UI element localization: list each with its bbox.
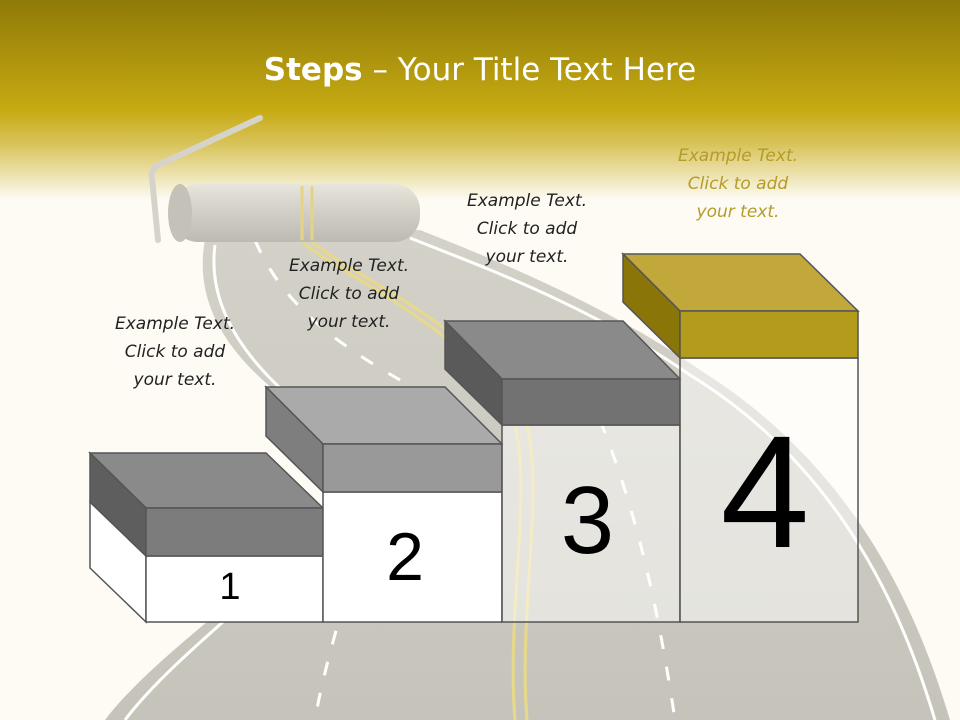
caption-line: your text.	[696, 202, 780, 222]
title-bold: Steps	[263, 52, 363, 88]
step-2-block	[264, 385, 504, 623]
step-2-caption[interactable]: Example Text. Click to add your text.	[249, 252, 449, 336]
step-2-number: 2	[386, 519, 424, 595]
step-1-block	[88, 451, 325, 624]
step-4-caption[interactable]: Example Text. Click to add your text.	[638, 142, 838, 226]
caption-line: Example Text.	[114, 314, 236, 334]
caption-line: your text.	[307, 312, 391, 332]
caption-line: Click to add	[687, 174, 789, 194]
caption-line: your text.	[133, 370, 217, 390]
road-lane-dashes	[253, 239, 401, 382]
step-3-number: 3	[560, 467, 615, 574]
step-4-block	[621, 252, 860, 623]
step-1-caption[interactable]: Example Text. Click to add your text.	[75, 310, 275, 394]
caption-line: Example Text.	[466, 191, 588, 211]
roller-drum	[172, 184, 420, 242]
caption-line: Click to add	[124, 342, 226, 362]
caption-line: Click to add	[476, 219, 578, 239]
step-3-block	[443, 319, 682, 623]
step-1-number: 1	[219, 566, 241, 608]
caption-line: your text.	[485, 247, 569, 267]
title-rest: – Your Title Text Here	[362, 52, 697, 88]
step-4-number: 4	[720, 402, 810, 581]
roller-end	[168, 184, 192, 242]
step-3-caption[interactable]: Example Text. Click to add your text.	[427, 187, 627, 271]
road-lane-dashes	[313, 599, 347, 720]
caption-line: Click to add	[298, 284, 400, 304]
slide-title[interactable]: Steps – Your Title Text Here	[0, 52, 960, 88]
roller-handle	[148, 115, 263, 243]
caption-line: Example Text.	[288, 256, 410, 276]
caption-line: Example Text.	[677, 146, 799, 166]
